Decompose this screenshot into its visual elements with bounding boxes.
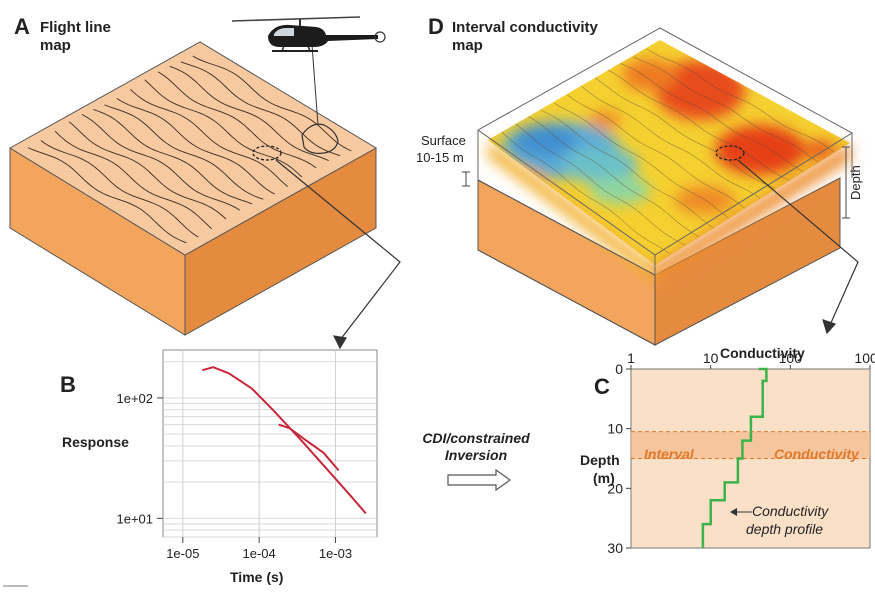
connector-arrow-d-to-c — [737, 159, 859, 335]
helicopter-icon — [231, 16, 386, 52]
panel-a-letter: A — [14, 14, 30, 39]
conductivity-profile-line — [701, 367, 768, 548]
flight-lines — [28, 55, 352, 244]
chart-b-xtick-label: 1e-03 — [319, 546, 352, 561]
profile-label-2: depth profile — [746, 521, 824, 537]
panel-c-depth-2: (m) — [593, 470, 615, 486]
flight-line — [104, 104, 264, 200]
flight-line — [28, 147, 187, 244]
survey-circle-a — [252, 145, 282, 161]
conductivity-slab — [488, 140, 850, 282]
chart-c-xtick-label: 100 — [779, 350, 803, 366]
flight-line — [192, 55, 352, 152]
flight-line — [93, 108, 253, 205]
interval-label: Interval — [644, 446, 694, 462]
profile-pointer-head — [730, 508, 737, 516]
chart-b: 1e-05 1e-04 1e-03 1e+02 1e+01 — [116, 349, 378, 561]
map-flight-line — [633, 56, 821, 164]
chart-b-xtick-label: 1e-05 — [166, 546, 199, 561]
depth-bracket — [842, 146, 850, 219]
surface-bracket — [462, 171, 470, 187]
map-flight-line — [580, 85, 761, 199]
block-a — [9, 41, 377, 336]
depth-axis-label-d: Depth — [848, 165, 863, 200]
conductivity-band-label: Conductivity — [774, 446, 859, 462]
flight-line — [130, 89, 288, 187]
chart-b-series-1 — [202, 366, 367, 515]
chart-b-ytick-label: 1e+02 — [116, 391, 153, 406]
flight-line — [157, 71, 317, 169]
map-flight-line — [540, 109, 716, 230]
panel-a-title-2: map — [40, 37, 71, 54]
profile-label-1: Conductivity — [752, 503, 829, 519]
panel-d-letter: D — [428, 14, 444, 39]
inversion-arrow — [447, 468, 512, 492]
chart-b-frame — [162, 349, 378, 538]
map-flight-line — [646, 48, 836, 153]
panel-b-xlabel: Time (s) — [230, 569, 284, 585]
flight-line — [144, 79, 303, 178]
chart-b-series-2 — [278, 423, 340, 472]
arrow-label-2: Inversion — [444, 447, 508, 463]
flight-line — [68, 121, 227, 220]
map-flight-line — [514, 122, 686, 246]
arrow-label-1: CDI/constrained — [422, 430, 530, 446]
panel-d-title-2: map — [452, 37, 483, 54]
chart-c-ytick-label: 10 — [607, 421, 623, 437]
map-flight-line — [554, 102, 731, 220]
map-flight-line — [593, 76, 776, 189]
flight-line — [116, 98, 276, 195]
chart-b-xtick-label: 1e-04 — [243, 546, 276, 561]
panel-c-letter: C — [594, 374, 610, 399]
map-flight-line — [500, 131, 671, 255]
chart-b-ytick-label: 1e+01 — [116, 511, 153, 526]
map-flight-line — [567, 94, 746, 209]
map-flight-line — [527, 115, 701, 238]
survey-circle-d — [715, 145, 745, 161]
block-a-top — [9, 41, 377, 256]
map-flight-line — [620, 63, 806, 173]
panel-b-letter: B — [60, 372, 76, 397]
surface-label-2: 10-15 m — [416, 150, 464, 165]
flight-line — [81, 114, 241, 211]
panel-b-ylabel: Response — [62, 434, 129, 450]
surface-label-1: Surface — [421, 133, 466, 148]
chart-c-ytick-label: 20 — [607, 480, 623, 496]
chart-c-ytick-label: 0 — [615, 361, 623, 377]
connector-arrow-a-to-b — [275, 159, 401, 350]
helicopter-tether — [311, 44, 319, 126]
map-flight-line — [606, 69, 791, 181]
block-d-front-upper — [477, 179, 656, 346]
panel-c-depth-1: Depth — [580, 452, 620, 468]
flight-line — [54, 130, 213, 230]
chart-c-xtick-label: 1 — [627, 350, 635, 366]
wire-box-d — [477, 27, 853, 275]
panel-a-title-1: Flight line — [40, 19, 111, 36]
conductivity-map — [488, 40, 850, 265]
flight-line — [180, 61, 341, 157]
chart-c-ytick-label: 30 — [607, 540, 623, 556]
chart-c-xtick-label: 10 — [703, 350, 719, 366]
flight-line — [169, 65, 329, 162]
panel-c-top-label: Conductivity — [720, 345, 805, 361]
panel-d-title-1: Interval conductivity — [452, 19, 598, 36]
flight-line — [40, 140, 199, 238]
